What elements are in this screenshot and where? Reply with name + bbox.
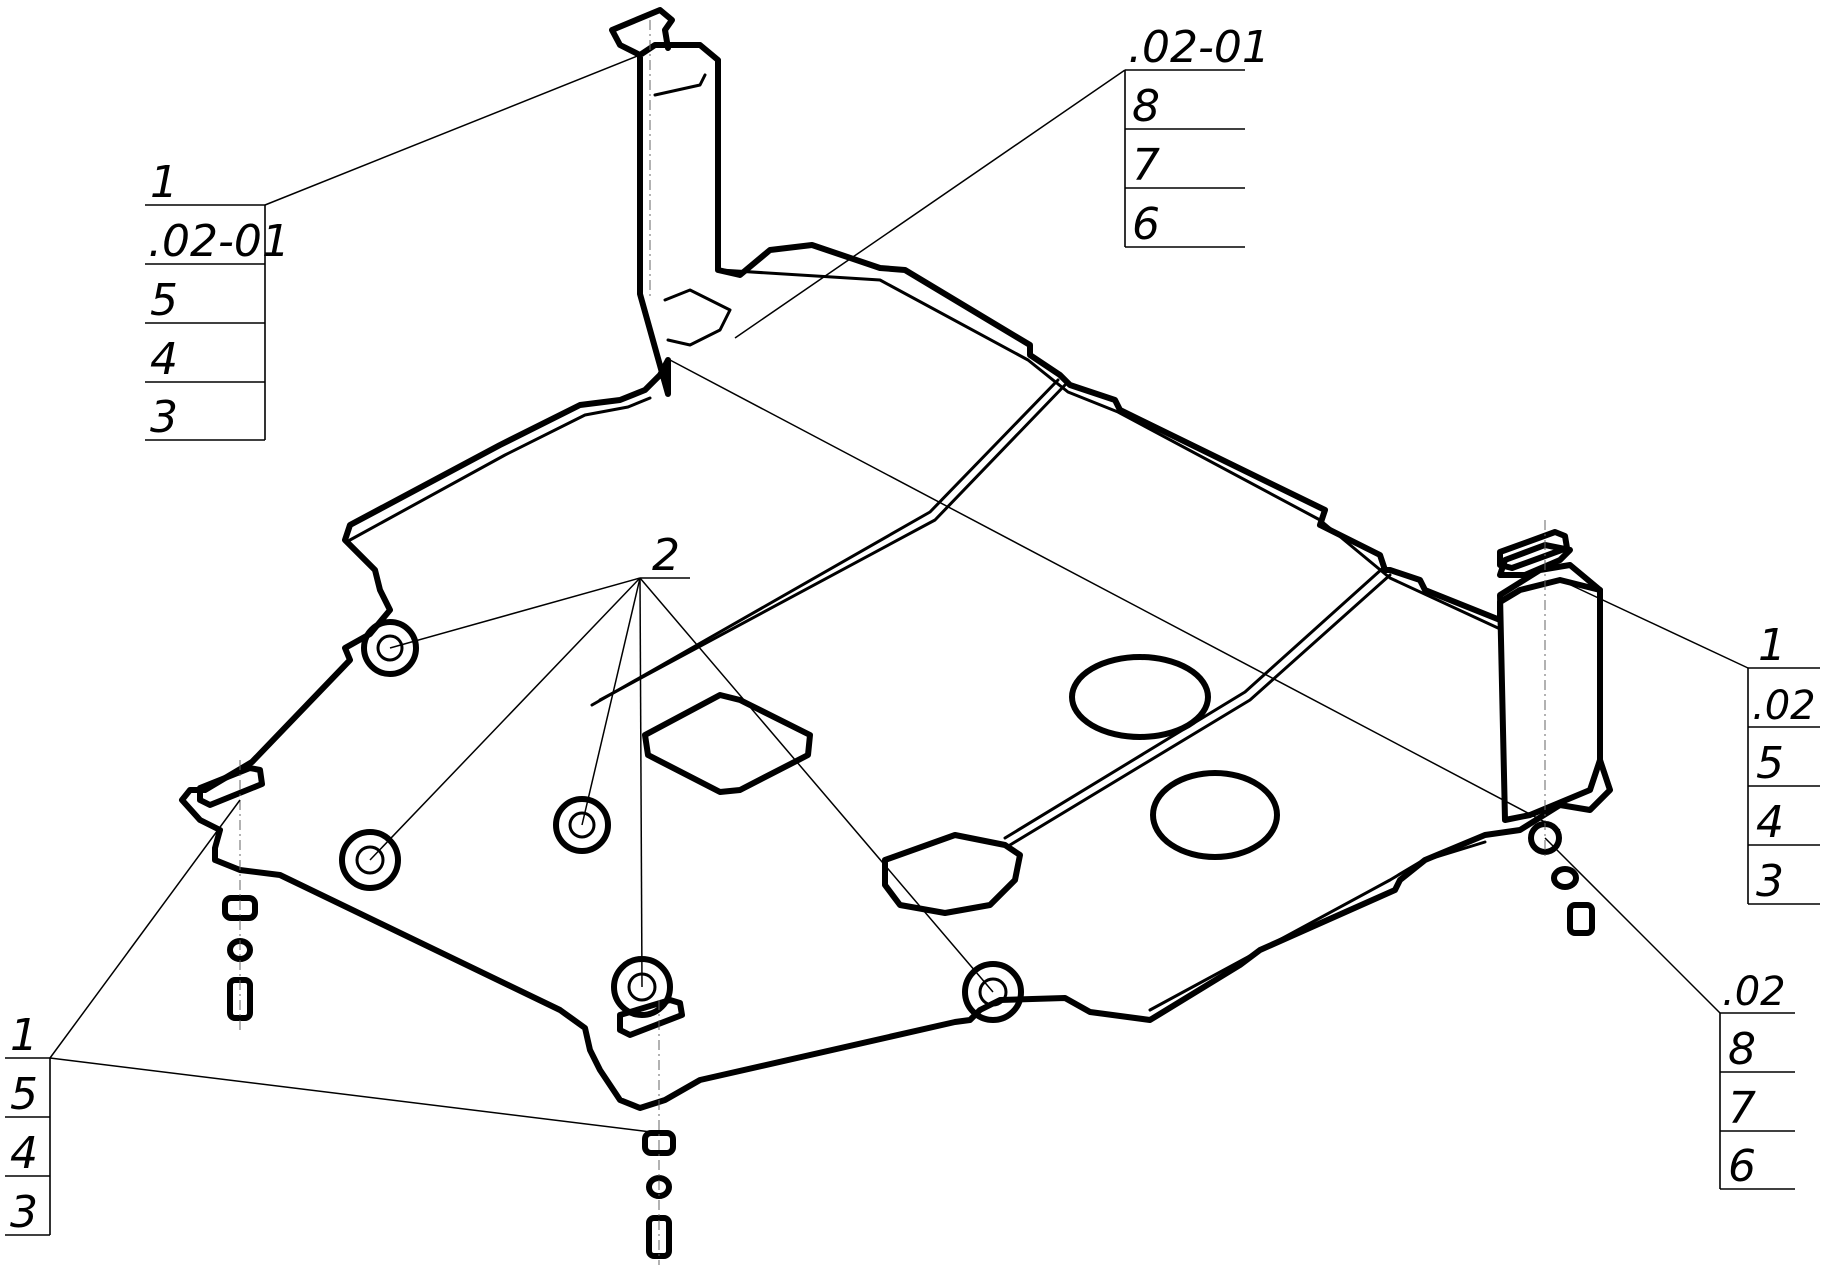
- callout-right-lower: .02 8 7 6: [1719, 969, 1795, 1192]
- callout-center: 2: [640, 530, 690, 581]
- callout-top-left: 1 .02-01 5 4 3: [145, 157, 290, 443]
- callout-right-lower-item-2: 7: [1728, 1083, 1756, 1134]
- axis-lines: [239, 20, 1546, 1265]
- callout-right-upper-item-3: 4: [1756, 797, 1784, 848]
- callout-bottom-left-item-3: 3: [10, 1187, 38, 1238]
- callout-top-center-item-1: 8: [1132, 81, 1160, 132]
- callout-right-lower-item-1: 8: [1728, 1024, 1756, 1075]
- callout-center-item-0: 2: [652, 530, 680, 581]
- callout-bottom-left: 1 5 4 3: [5, 1010, 51, 1238]
- callout-top-center: .02-01 8 7 6: [1124, 22, 1270, 250]
- callout-top-left-item-4: 3: [150, 392, 178, 443]
- skid-plate: [179, 7, 1613, 1111]
- callout-top-left-item-1: .02-01: [148, 216, 290, 267]
- callout-right-upper-item-2: 5: [1756, 738, 1784, 789]
- fasteners: [197, 529, 1595, 1259]
- callout-top-center-item-0: .02-01: [1128, 22, 1270, 73]
- callout-right-lower-item-0: .02: [1722, 969, 1786, 1015]
- callout-right-upper-item-0: 1: [1758, 620, 1786, 671]
- callout-top-center-item-2: 7: [1132, 140, 1160, 191]
- callout-bottom-left-item-1: 5: [10, 1069, 38, 1120]
- leader-lines: [49, 54, 1749, 1134]
- callout-bottom-left-item-2: 4: [10, 1128, 38, 1179]
- callout-right-upper-item-1: .02: [1752, 683, 1816, 729]
- callout-top-left-item-3: 4: [150, 334, 178, 385]
- callout-top-left-item-0: 1: [150, 157, 178, 208]
- callout-right-upper: 1 .02 5 4 3: [1747, 620, 1820, 907]
- callout-top-left-item-2: 5: [150, 275, 178, 326]
- callout-right-upper-item-4: 3: [1756, 856, 1784, 907]
- callout-top-center-item-3: 6: [1132, 199, 1160, 250]
- callout-right-lower-item-3: 6: [1728, 1141, 1756, 1192]
- callout-bottom-left-item-0: 1: [10, 1010, 38, 1061]
